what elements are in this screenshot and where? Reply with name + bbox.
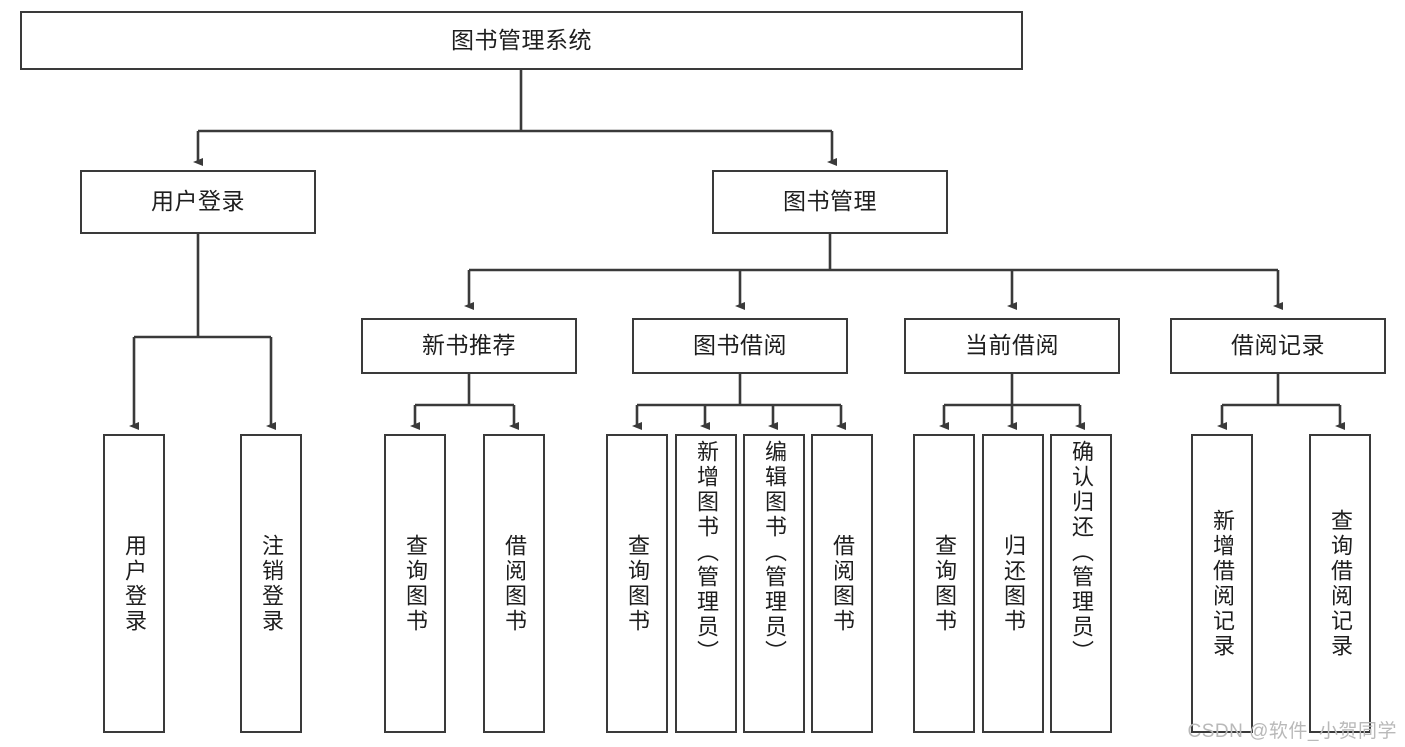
leaf-current-confirm-return-label: 确认归还（管理员）	[1068, 440, 1094, 665]
leaf-new-book-borrow-label: 借阅图书	[501, 533, 527, 634]
node-root-label: 图书管理系统	[451, 26, 592, 53]
leaf-borrow-add-book-label: 新增图书（管理员）	[693, 440, 719, 665]
leaf-current-query-book[interactable]: 查询图书	[913, 434, 975, 733]
leaf-borrow-edit-book[interactable]: 编辑图书（管理员）	[743, 434, 805, 733]
node-new-book-recommend-label: 新书推荐	[422, 332, 516, 359]
node-book-management-label: 图书管理	[783, 188, 877, 215]
leaf-borrow-borrow-book-label: 借阅图书	[829, 533, 855, 634]
leaf-new-book-borrow[interactable]: 借阅图书	[483, 434, 545, 733]
leaf-user-login-signout-label: 注销登录	[258, 533, 284, 634]
leaf-user-login-signin[interactable]: 用户登录	[103, 434, 165, 733]
leaf-user-login-signin-label: 用户登录	[121, 533, 147, 634]
node-root[interactable]: 图书管理系统	[20, 11, 1023, 70]
leaf-records-query-record[interactable]: 查询借阅记录	[1309, 434, 1371, 733]
leaf-records-add-record[interactable]: 新增借阅记录	[1191, 434, 1253, 733]
node-borrow-records[interactable]: 借阅记录	[1170, 318, 1386, 374]
node-borrow-records-label: 借阅记录	[1231, 332, 1325, 359]
leaf-borrow-query-book-label: 查询图书	[624, 533, 650, 634]
node-book-borrow-label: 图书借阅	[693, 332, 787, 359]
node-user-login-label: 用户登录	[151, 188, 245, 215]
leaf-new-book-query-label: 查询图书	[402, 533, 428, 634]
leaf-current-return-book-label: 归还图书	[1000, 533, 1026, 634]
leaf-records-add-record-label: 新增借阅记录	[1209, 508, 1235, 659]
leaf-borrow-add-book[interactable]: 新增图书（管理员）	[675, 434, 737, 733]
node-book-management[interactable]: 图书管理	[712, 170, 948, 234]
leaf-current-confirm-return[interactable]: 确认归还（管理员）	[1050, 434, 1112, 733]
watermark: CSDN @软件_小贺同学	[1187, 721, 1397, 742]
node-book-borrow[interactable]: 图书借阅	[632, 318, 848, 374]
leaf-borrow-query-book[interactable]: 查询图书	[606, 434, 668, 733]
node-new-book-recommend[interactable]: 新书推荐	[361, 318, 577, 374]
node-current-borrow-label: 当前借阅	[965, 332, 1059, 359]
leaf-current-return-book[interactable]: 归还图书	[982, 434, 1044, 733]
leaf-borrow-borrow-book[interactable]: 借阅图书	[811, 434, 873, 733]
node-user-login[interactable]: 用户登录	[80, 170, 316, 234]
leaf-current-query-book-label: 查询图书	[931, 533, 957, 634]
leaf-borrow-edit-book-label: 编辑图书（管理员）	[761, 440, 787, 665]
leaf-user-login-signout[interactable]: 注销登录	[240, 434, 302, 733]
leaf-new-book-query[interactable]: 查询图书	[384, 434, 446, 733]
node-current-borrow[interactable]: 当前借阅	[904, 318, 1120, 374]
leaf-records-query-record-label: 查询借阅记录	[1327, 508, 1353, 659]
